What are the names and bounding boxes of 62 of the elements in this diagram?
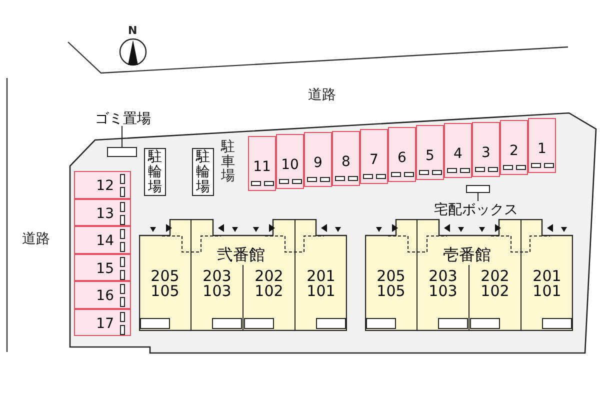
- building-name: 壱番館: [443, 245, 491, 266]
- building-name: 弐番館: [217, 245, 265, 266]
- area-label: 宅配ボックス: [426, 201, 526, 217]
- parking-space: [74, 226, 131, 254]
- parking-space: [388, 127, 416, 182]
- unit-number: 203: [428, 267, 458, 285]
- unit-number: 105: [376, 282, 406, 300]
- unit-number: 101: [306, 282, 336, 300]
- road-label: 道路: [308, 88, 336, 102]
- parking-space: [500, 120, 528, 175]
- unit-number: 201: [306, 267, 336, 285]
- space-number: 16: [96, 288, 114, 304]
- unit-number: 202: [480, 267, 510, 285]
- delivery-box: [466, 185, 490, 193]
- space-number: 8: [340, 154, 352, 170]
- space-number: 5: [424, 148, 436, 164]
- parking-space: [74, 198, 131, 226]
- unit-number: 102: [254, 282, 284, 300]
- space-number: 14: [96, 233, 114, 249]
- parking-space: [360, 128, 388, 184]
- parking-space: [276, 134, 304, 190]
- parking-lot-label: 駐車場: [221, 140, 236, 184]
- parking-space: [332, 130, 360, 186]
- space-number: 9: [312, 155, 324, 172]
- parking-space: [74, 308, 131, 336]
- space-number: 3: [480, 144, 492, 161]
- unit-number: 205: [376, 267, 406, 285]
- space-number: 12: [96, 178, 114, 194]
- unit-number: 103: [202, 282, 232, 300]
- parking-space: [74, 281, 131, 308]
- unit-number: 102: [480, 282, 510, 300]
- parking-space: [528, 118, 556, 173]
- space-number: 2: [508, 142, 520, 159]
- space-number: 17: [96, 316, 114, 332]
- area-label: ゴミ置場: [88, 110, 158, 126]
- space-number: 4: [452, 146, 464, 162]
- road-label: 道路: [22, 232, 50, 246]
- unit-number: 201: [532, 267, 562, 285]
- parking-space: [74, 254, 131, 281]
- unit-number: 103: [428, 282, 458, 300]
- unit-number: 202: [254, 267, 284, 285]
- space-number: 10: [280, 157, 300, 174]
- parking-space: [74, 171, 131, 198]
- space-number: 13: [96, 206, 114, 222]
- parking-space: [416, 125, 444, 180]
- space-number: 15: [96, 260, 114, 276]
- space-number: 1: [536, 141, 548, 157]
- unit-number: 101: [532, 282, 562, 300]
- garbage-box: [107, 147, 137, 157]
- unit-number: 205: [150, 267, 180, 285]
- unit-number: 105: [150, 282, 180, 300]
- space-number: 7: [368, 152, 380, 168]
- bicycle-parking-box: 駐輪場: [144, 148, 166, 196]
- parking-space: [304, 132, 332, 188]
- space-number: 11: [252, 159, 272, 175]
- space-number: 6: [396, 150, 408, 166]
- parking-space: [444, 123, 472, 178]
- parking-space: [472, 122, 500, 177]
- unit-number: 203: [202, 267, 232, 285]
- north-label: N: [128, 25, 138, 36]
- parking-space: [248, 136, 276, 191]
- bicycle-parking-box: 駐輪場: [192, 148, 214, 196]
